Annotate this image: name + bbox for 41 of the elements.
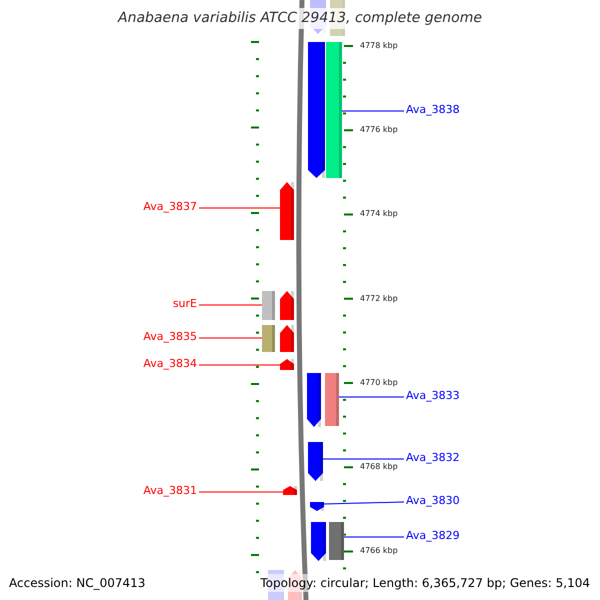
scale-label: 4774 kbp [360, 209, 398, 219]
gene-feature [307, 373, 321, 427]
leader-line [342, 110, 404, 112]
gene-feature [280, 359, 294, 370]
gene-label: Ava_3835 [143, 330, 197, 344]
leader-line [198, 304, 262, 306]
gene-label: Ava_3830 [406, 494, 460, 508]
gene-label: Ava_3834 [143, 357, 197, 371]
leader-line [344, 536, 404, 538]
genome-summary-text: Topology: circular; Length: 6,365,727 bp; Genes: 5,104 [260, 574, 590, 592]
feature-bar [262, 291, 275, 320]
feature-bar [325, 373, 339, 426]
scale-label: 4766 kbp [360, 546, 398, 556]
gene-label: Ava_3833 [406, 389, 460, 403]
scale-label: 4778 kbp [360, 41, 398, 51]
gene-label: Ava_3829 [406, 529, 460, 543]
gene-feature [310, 502, 324, 511]
gene-label: Ava_3831 [143, 484, 197, 498]
gene-feature [280, 325, 294, 352]
accession-text: Accession: NC_007413 [9, 575, 146, 592]
gene-label: Ava_3837 [143, 200, 197, 214]
gene-label: Ava_3838 [406, 103, 460, 117]
gene-label: surE [172, 297, 197, 311]
gene-feature [283, 486, 297, 495]
gene-feature [280, 291, 294, 320]
gene-label: Ava_3832 [406, 451, 460, 465]
gene-feature [308, 42, 325, 178]
leader-line [322, 502, 404, 504]
gene-feature [280, 182, 294, 240]
feature-bar [262, 325, 275, 352]
scale-label: 4776 kbp [360, 125, 398, 135]
leader-line [322, 458, 404, 460]
scale-label: 4772 kbp [360, 294, 398, 304]
gene-feature [308, 442, 323, 481]
feature-bar [326, 42, 342, 178]
feature-bar [329, 522, 344, 560]
gene-feature [311, 522, 326, 561]
leader-line [338, 396, 404, 398]
leader-line [198, 364, 280, 366]
scale-label: 4770 kbp [360, 378, 398, 388]
scale-label: 4768 kbp [360, 462, 398, 472]
